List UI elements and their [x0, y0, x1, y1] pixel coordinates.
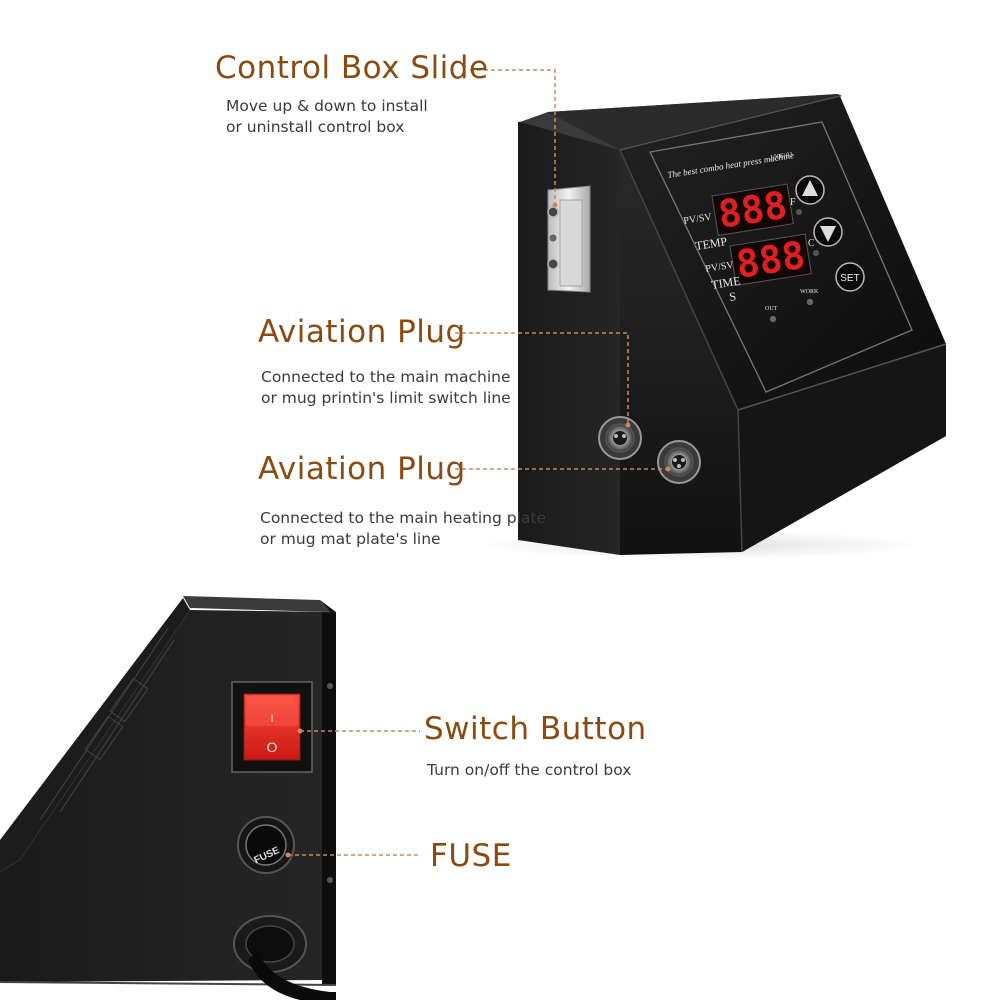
pv-sv-label-1: PV/SV	[683, 212, 713, 227]
power-cable	[233, 915, 336, 1000]
work-indicator-led	[806, 298, 814, 306]
up-button[interactable]	[795, 175, 825, 205]
fahrenheit-label: F	[790, 197, 796, 208]
out-indicator-led	[769, 315, 777, 323]
callout-desc-plug-2: Connected to the main heating plate or m…	[260, 509, 546, 548]
work-label: WORK	[800, 289, 819, 295]
down-button[interactable]	[813, 217, 843, 247]
switch-on-symbol: I	[270, 713, 273, 725]
set-button-label: SET	[840, 273, 859, 284]
callout-desc-switch: Turn on/off the control box	[427, 761, 632, 779]
aviation-plug-2[interactable]	[657, 440, 701, 484]
panel-border	[649, 121, 913, 393]
triangle-down-icon	[820, 226, 836, 242]
celsius-label: C	[808, 238, 815, 249]
callout-title-plug-2: Aviation Plug	[258, 451, 466, 487]
leader-line-slide	[470, 69, 556, 205]
temp-digits: 888	[715, 183, 790, 237]
pv-sv-label-2: PV/SV	[705, 260, 735, 275]
f-indicator-led	[796, 209, 802, 215]
temp-label: TEMP	[694, 234, 728, 253]
time-digits: 888	[733, 233, 808, 287]
callout-title-switch: Switch Button	[424, 711, 647, 747]
callout-title-slide: Control Box Slide	[215, 50, 489, 86]
switch-off-symbol: O	[267, 739, 278, 755]
control-box: 888 888 The best combo heat press machin…	[480, 94, 947, 559]
set-button[interactable]: SET	[835, 262, 865, 292]
seconds-label: S	[728, 289, 737, 304]
leader-line-plug-1	[455, 332, 629, 425]
slide-screw-top	[547, 206, 559, 218]
fuse-holder[interactable]: FUSE	[237, 816, 295, 874]
slide-screw-bottom	[547, 258, 559, 270]
triangle-up-icon	[802, 180, 818, 196]
time-label: TIME	[710, 274, 741, 292]
control-box-slide[interactable]	[547, 185, 591, 293]
callout-title-plug-1: Aviation Plug	[258, 314, 466, 350]
out-label: OUT	[765, 306, 778, 312]
slide-screw-mid	[549, 234, 557, 242]
callout-title-fuse: FUSE	[430, 838, 512, 874]
aviation-plug-1[interactable]	[598, 416, 642, 460]
callout-desc-plug-1: Connected to the main machine or mug pri…	[261, 368, 511, 407]
time-display	[729, 233, 812, 287]
c-indicator-led	[813, 250, 819, 256]
control-box-side-view: I O FUSE	[0, 596, 337, 1000]
callout-desc-slide: Move up & down to install or uninstall c…	[226, 97, 428, 136]
power-switch[interactable]: I O	[231, 681, 313, 773]
temp-display	[711, 183, 794, 237]
panel-model: 1006-01	[769, 150, 793, 162]
